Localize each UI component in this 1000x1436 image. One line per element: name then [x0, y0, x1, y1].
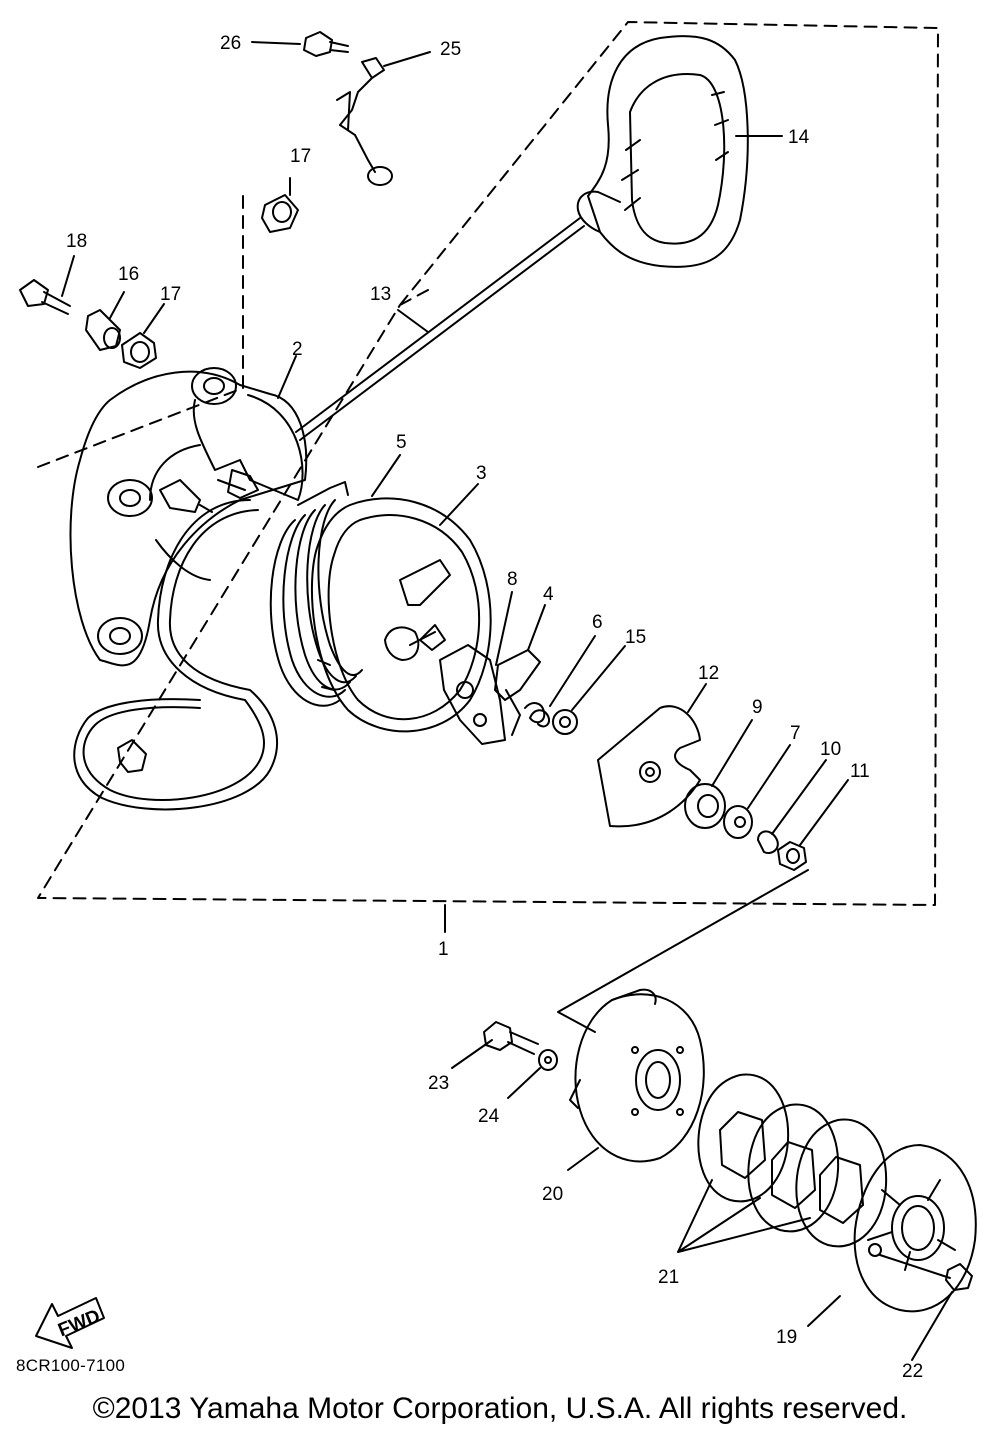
callout-4: 4 — [543, 584, 554, 605]
callout-21: 21 — [658, 1267, 679, 1288]
callout-2: 2 — [292, 339, 303, 360]
bracket-25 — [336, 51, 431, 186]
callout-24: 24 — [478, 1106, 500, 1127]
callout-13: 13 — [370, 284, 391, 305]
rope-13 — [295, 217, 585, 441]
callout-20: 20 — [542, 1184, 563, 1205]
fwd-arrow-icon — [35, 1297, 105, 1349]
flange-19 — [807, 1144, 977, 1327]
diagram-part-code: 8CR100-7100 — [16, 1356, 126, 1375]
washer-24 — [507, 1049, 558, 1099]
callout-23: 23 — [428, 1073, 449, 1094]
callout-6: 6 — [592, 612, 603, 633]
bushing-17-lower — [121, 303, 165, 369]
callout-8: 8 — [507, 569, 518, 590]
assembly-boundary — [37, 21, 939, 906]
washer-15 — [552, 645, 626, 735]
callout-26: 26 — [220, 33, 241, 54]
fwd-label: FWD — [55, 1306, 103, 1342]
case-2 — [69, 355, 308, 667]
bolt-23 — [451, 1021, 539, 1069]
drive-plate-3 — [310, 483, 492, 733]
bolt-18 — [19, 255, 75, 315]
bolt-26 — [251, 31, 349, 57]
collar-16 — [85, 291, 125, 351]
callout-5: 5 — [396, 432, 407, 453]
callout-14: 14 — [788, 127, 810, 148]
spring-washer-10 — [757, 759, 827, 854]
callout-9: 9 — [752, 697, 763, 718]
callout-16: 16 — [118, 264, 139, 285]
guide-plate-12 — [597, 683, 707, 828]
drive-hub-20 — [567, 988, 705, 1171]
handle-14 — [576, 35, 783, 268]
callout-15: 15 — [625, 627, 646, 648]
pawl-4 — [494, 604, 546, 736]
callout-11: 11 — [850, 761, 870, 782]
nut-11 — [777, 779, 849, 871]
bearing-9 — [684, 719, 753, 829]
screw-22 — [879, 1254, 973, 1361]
bushing-17-upper — [261, 177, 299, 233]
callout-3: 3 — [476, 463, 487, 484]
callout-1: 1 — [438, 939, 449, 960]
callout-7: 7 — [790, 723, 801, 744]
callout-22: 22 — [902, 1361, 923, 1382]
callout-17-upper: 17 — [290, 146, 311, 167]
callout-19: 19 — [776, 1327, 797, 1348]
copyright-notice: ©2013 Yamaha Motor Corporation, U.S.A. A… — [92, 1392, 908, 1425]
ratchet-8 — [439, 591, 513, 745]
callout-12: 12 — [698, 663, 719, 684]
callout-18: 18 — [66, 231, 87, 252]
spring-5 — [269, 454, 401, 707]
washer-7 — [723, 744, 791, 839]
rope-coil — [73, 499, 279, 811]
hub-link-line — [557, 869, 809, 1033]
callout-10: 10 — [820, 739, 841, 760]
callout-17-lower: 17 — [160, 284, 181, 305]
spring-6 — [524, 635, 596, 728]
callout-25: 25 — [440, 39, 461, 60]
friction-plates-21 — [677, 1073, 888, 1253]
